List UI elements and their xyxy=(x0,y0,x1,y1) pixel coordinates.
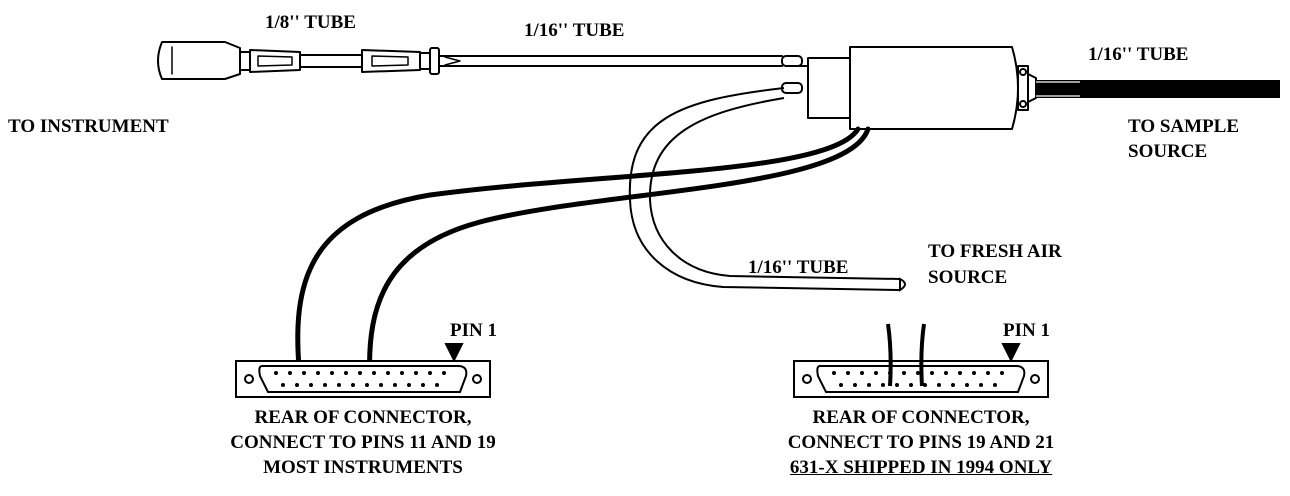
tube-116-fresh-label: 1/16'' TUBE xyxy=(748,257,849,278)
pin1-right-label: PIN 1 xyxy=(1003,320,1050,341)
tube-116-top-icon xyxy=(453,55,811,67)
signal-wires-icon xyxy=(295,126,871,383)
pin1-left-label: PIN 1 xyxy=(450,320,497,341)
pin1-left-arrow-icon xyxy=(444,343,464,363)
sensor-body-icon xyxy=(807,46,1037,130)
db25-connector-left-icon xyxy=(235,343,491,398)
right-connector-caption-line1: REAR OF CONNECTOR, xyxy=(812,407,1030,428)
to-fresh-air-label-line1: TO FRESH AIR xyxy=(928,241,1062,262)
left-connector-caption-line2: CONNECT TO PINS 11 AND 19 xyxy=(230,432,496,453)
right-connector-caption-line3: 631-X SHIPPED IN 1994 ONLY xyxy=(736,457,1106,479)
tube-116-right-icon xyxy=(1036,80,1280,98)
to-instrument-label: TO INSTRUMENT xyxy=(8,116,169,137)
left-connector-caption-line3: MOST INSTRUMENTS xyxy=(263,457,463,478)
to-sample-label-line2: SOURCE xyxy=(1128,141,1208,162)
pin1-right-arrow-icon xyxy=(1001,343,1021,363)
tube-116-top-label: 1/16'' TUBE xyxy=(524,20,625,41)
tube-18-label: 1/8'' TUBE xyxy=(265,12,356,33)
right-connector-caption-line2: CONNECT TO PINS 19 AND 21 xyxy=(787,432,1055,453)
right-connector-pins xyxy=(832,371,1004,387)
left-connector-caption-line1: REAR OF CONNECTOR, xyxy=(254,407,472,428)
tube-116-right-label: 1/16'' TUBE xyxy=(1088,44,1189,65)
right-connector-caption-line3-text: 631-X SHIPPED IN 1994 ONLY xyxy=(789,457,1053,478)
instrument-connector-icon xyxy=(157,41,461,80)
left-connector-pins xyxy=(274,371,446,387)
fresh-air-tube-icon xyxy=(628,87,906,292)
to-fresh-air-label-line2: SOURCE xyxy=(928,267,1008,288)
to-sample-label-line1: TO SAMPLE xyxy=(1128,116,1240,137)
db25-connector-right-icon xyxy=(793,323,1049,398)
